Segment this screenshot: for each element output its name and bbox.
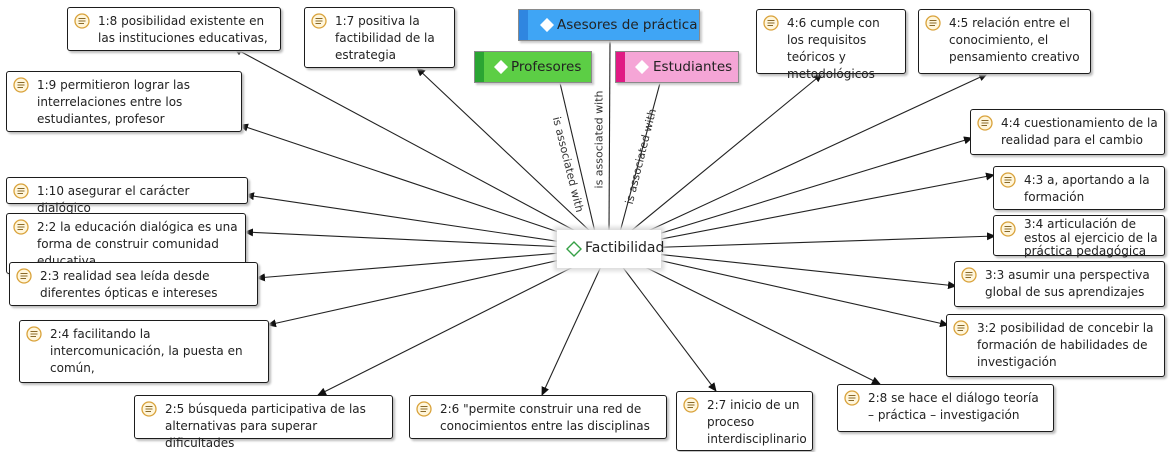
quotation-text: 2:2 la educación dialógica es una forma … [37,220,238,268]
code-asesores-de-practica[interactable]: Asesores de práctica [518,9,700,41]
quotation-doc-icon [1000,221,1016,241]
quotation-node[interactable]: 1:9 permitieron lograr las interrelacion… [6,71,242,132]
quotation-node[interactable]: 2:7 inicio de un proceso interdisciplina… [676,391,813,451]
quotation-doc-icon [13,219,29,240]
central-code-label: Factibilidad [585,240,665,256]
quotation-text: 1:8 posibilidad existente en las institu… [98,14,268,45]
link-q26 [541,248,610,396]
quotation-text: 3:4 articulación de estos al ejercicio d… [1024,217,1158,258]
quotation-text: 3:3 asumir una perspectiva global de sus… [985,268,1150,299]
quotation-node[interactable]: 4:4 cuestionamiento de la realidad para … [970,109,1165,155]
code-label: Asesores de práctica [557,17,698,33]
quotation-doc-icon [1000,172,1016,193]
quotation-node[interactable]: 3:2 posibilidad de concebir la formación… [946,314,1165,377]
link-q110 [245,192,610,250]
quotation-doc-icon [683,397,699,418]
quotation-text: 2:5 búsqueda participativa de las altern… [165,402,366,450]
link-q25 [317,248,610,396]
code-diamond-icon [635,60,649,74]
quotation-text: 3:2 posibilidad de concebir la formación… [977,321,1154,369]
quotation-doc-icon [416,401,432,422]
link-q46 [608,73,823,250]
quotation-node[interactable]: 4:3 a, aportando a la formación [993,166,1165,210]
code-diamond-icon [494,60,508,74]
association-line [608,40,611,233]
quotation-text: 1:7 positiva la factibilidad de la estra… [335,14,435,62]
link-q32 [608,248,949,328]
quotation-text: 2:3 realidad sea leída desde diferentes … [40,269,218,300]
quotation-doc-icon [26,326,42,347]
quotation-node[interactable]: 1:10 asegurar el carácter dialógico [6,177,248,215]
quotation-doc-icon [925,15,941,36]
quotation-doc-icon [16,268,32,289]
quotation-text: 4:4 cuestionamiento de la realidad para … [1001,116,1158,147]
central-code-factibilidad[interactable]: Factibilidad [557,230,665,268]
code-profesores[interactable]: Profesores [474,51,592,83]
quotation-node[interactable]: 4:5 relación entre el conocimiento, el p… [918,9,1091,74]
quotation-text: 4:5 relación entre el conocimiento, el p… [949,16,1080,64]
link-q24 [267,248,610,328]
quotation-node[interactable]: 2:3 realidad sea leída desde diferentes … [9,262,258,306]
code-color-bar [519,10,528,40]
link-q19 [239,123,610,250]
quotation-doc-icon [953,320,969,341]
quotation-text: 2:6 "permite construir una red de conoci… [440,402,650,433]
link-q34 [608,232,996,250]
link-q45 [608,73,988,250]
quotation-doc-icon [977,115,993,136]
link-q23 [256,248,610,282]
quotation-doc-icon [763,15,779,36]
quotation-text: 1:9 permitieron lograr las interrelacion… [37,78,190,126]
code-label: Estudiantes [653,59,733,75]
link-q22 [244,228,610,250]
quotation-node[interactable]: 4:6 cumple con los requisitos teóricos y… [756,9,906,81]
quotation-text: 1:10 asegurar el carácter dialógico [37,184,190,215]
quotation-node[interactable]: 3:4 articulación de estos al ejercicio d… [993,215,1165,258]
code-estudiantes[interactable]: Estudiantes [615,51,739,83]
link-q18 [233,47,610,250]
quotation-doc-icon [844,390,860,411]
association-line [559,82,596,233]
quotation-node[interactable]: 2:5 búsqueda participativa de las altern… [134,395,393,450]
link-q17 [416,67,610,250]
quotation-doc-icon [961,267,977,288]
code-color-bar [616,52,625,82]
link-q43 [608,172,995,250]
code-label: Profesores [511,59,582,75]
quotation-doc-icon [13,183,29,204]
quotation-text: 4:3 a, aportando a la formación [1024,173,1150,204]
relation-label: is associated with [592,90,606,189]
link-q33 [608,248,957,290]
code-diamond-icon [540,18,554,32]
quotation-doc-icon [141,401,157,422]
quotation-text: 2:4 facilitando la intercomunicación, la… [50,327,243,375]
quotation-doc-icon [74,13,90,34]
code-diamond-icon [566,241,582,257]
link-q44 [608,136,973,250]
quotation-node[interactable]: 1:7 positiva la factibilidad de la estra… [304,7,455,68]
quotation-node[interactable]: 2:4 facilitando la intercomunicación, la… [19,320,269,383]
quotation-node[interactable]: 2:8 se hace el diálogo teoría – práctica… [837,384,1054,432]
quotation-doc-icon [311,13,327,34]
quotation-text: 2:7 inicio de un proceso interdisciplina… [707,398,807,446]
quotation-node[interactable]: 3:3 asumir una perspectiva global de sus… [954,261,1165,307]
link-q28 [608,248,881,385]
link-q27 [608,248,717,392]
quotation-doc-icon [13,77,29,98]
quotation-text: 2:8 se hace el diálogo teoría – práctica… [868,391,1039,422]
quotation-text: 4:6 cumple con los requisitos teóricos y… [787,16,880,81]
quotation-node[interactable]: 1:8 posibilidad existente en las institu… [67,7,281,51]
code-color-bar [475,52,484,82]
association-line [619,82,661,233]
quotation-node[interactable]: 2:6 "permite construir una red de conoci… [409,395,667,439]
